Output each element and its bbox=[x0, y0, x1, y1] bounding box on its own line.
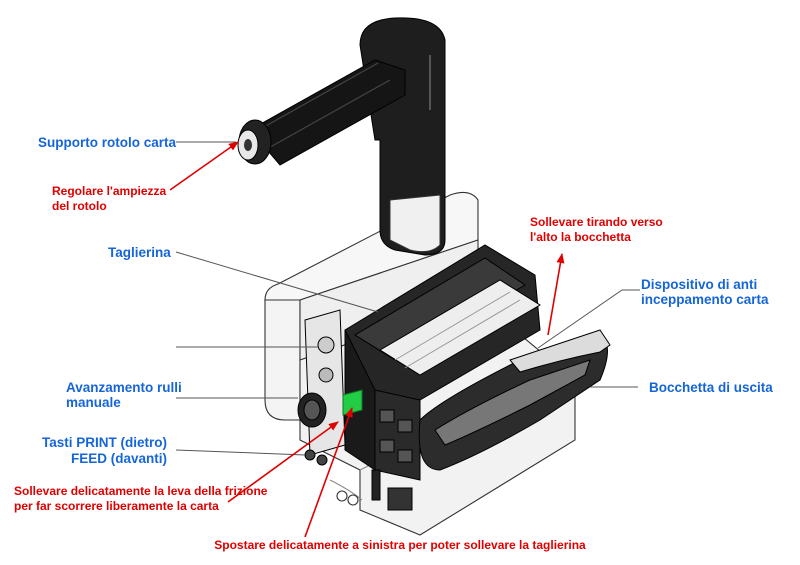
label-keys-feed: FEED (davanti) bbox=[70, 451, 167, 466]
paper-roll-holder bbox=[237, 17, 446, 256]
label-keys-print: Tasti PRINT (dietro) bbox=[41, 435, 167, 450]
instruction-arrows bbox=[169, 141, 565, 538]
label-anti-jam: Dispositivo di anti inceppamento carta bbox=[641, 277, 769, 307]
label-move-left: Spostare delicatamente a sinistra per po… bbox=[214, 538, 586, 552]
exit-mouth bbox=[418, 329, 611, 471]
label-exit-mouth: Bocchetta di uscita bbox=[649, 380, 773, 395]
label-cutter: Taglierina bbox=[108, 245, 171, 260]
cutter-assembly bbox=[344, 244, 541, 481]
label-roll-holder: Supporto rotolo carta bbox=[38, 135, 176, 150]
label-roll-width: Regolare l'ampiezza del rotolo bbox=[52, 184, 167, 213]
label-manual-feed: Avanzamento rulli manuale bbox=[66, 380, 182, 410]
label-lift-mouth: Sollevare tirando verso l'alto la bocche… bbox=[530, 215, 663, 244]
side-mechanism bbox=[297, 309, 413, 511]
leader-lines bbox=[175, 141, 640, 456]
label-friction-lever: Sollevare delicatamente la leva della fr… bbox=[14, 484, 268, 513]
